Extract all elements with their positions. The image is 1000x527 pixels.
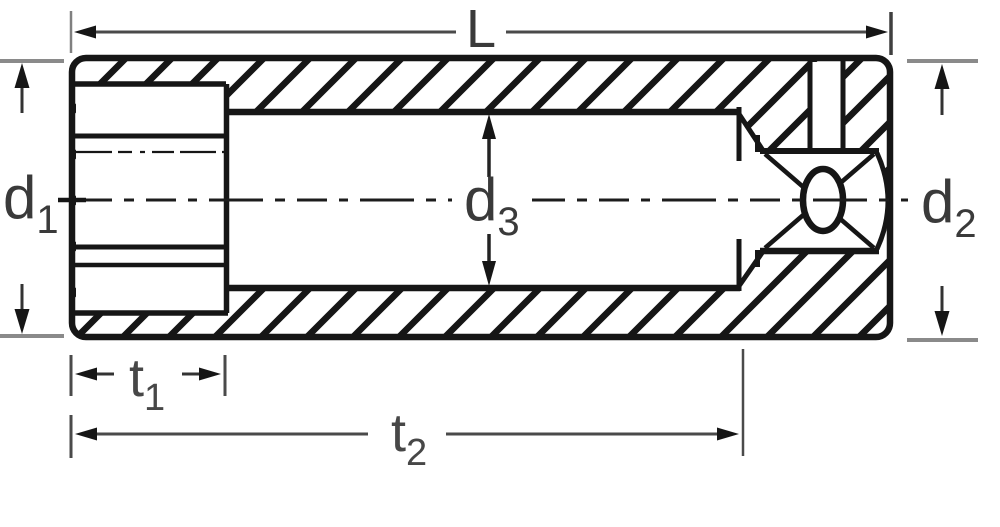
t1-arrowhead-left [75, 367, 97, 381]
label-t1: t1 [129, 348, 165, 419]
pin-hole [810, 62, 843, 150]
d2-arrowhead-down [934, 311, 950, 336]
d1-arrowhead-up [14, 63, 30, 88]
dimension-t1: t1 [69, 348, 227, 419]
dimension-d2: d2 [907, 59, 978, 342]
dimension-d3: d3 [452, 114, 532, 286]
d3-arrowhead-down [482, 261, 496, 286]
dimension-d1: d1 [0, 59, 64, 338]
L-arrowhead-right [866, 25, 888, 39]
pin-hole-walls [807, 61, 846, 149]
drive-chamfer [736, 107, 767, 291]
d3-arrowhead-up [482, 114, 496, 139]
d1-arrowhead-down [14, 309, 30, 334]
dimension-t2: t2 [69, 349, 745, 474]
t1-arrowhead-right [199, 367, 221, 381]
label-d2: d2 [921, 168, 977, 246]
d2-arrowhead-up [934, 64, 950, 89]
dimension-L: L [69, 0, 893, 59]
t2-arrowhead-right [717, 427, 739, 441]
t2-arrowhead-left [75, 427, 97, 441]
L-arrowhead-left [74, 25, 96, 39]
bore-walls [226, 108, 740, 292]
label-d1: d1 [3, 164, 59, 242]
label-t2: t2 [391, 403, 427, 474]
d3-label-backing [452, 166, 532, 232]
label-L: L [466, 0, 496, 59]
label-d3: d3 [464, 166, 520, 244]
